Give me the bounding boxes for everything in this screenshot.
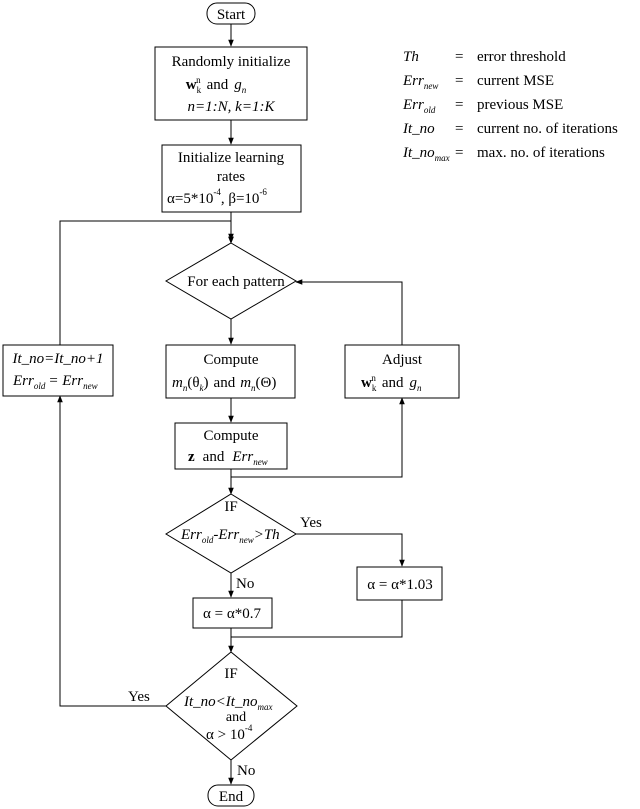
alpha-decrease-box: α = α*0.7 [192,597,273,629]
legend-symbol: Errold [402,97,436,115]
legend-equals: = [455,121,463,137]
if2-no-label: No [237,763,255,779]
legend-symbol: Th [403,49,419,65]
edge-adjust-foreach [295,279,403,345]
update-iteration-line1: It_no=It_no+1 [11,351,103,367]
legend-meaning: current MSE [477,73,554,89]
legend-equals: = [455,73,463,89]
legend-meaning: previous MSE [477,97,563,113]
init-weights-title: Randomly initialize [172,54,291,70]
connectors [57,24,405,785]
legend-equals: = [455,145,463,161]
update-iteration-box: It_no=It_no+1 Errold= Errnew [2,344,114,397]
edge-alphaup-merge [231,600,403,638]
if-stop-and: and [226,710,246,725]
legend-symbol: It_no [402,121,435,137]
start-node: Start [206,2,256,25]
alpha-decrease-label: α = α*0.7 [203,606,261,622]
if-mse-decision: IF Errold-Errnew>Th [165,493,297,574]
edge-computez-adjust [231,397,405,478]
if-mse-label: IF [224,499,237,515]
edge-if2-yes [57,395,166,707]
if1-no-label: No [236,576,254,592]
edge-if1-yes [296,533,405,567]
if-stop-decision: IF It_no<It_nomax and α > 10-4 [165,651,298,761]
init-rates-title: Initialize learning [178,150,285,166]
if1-yes-label: Yes [300,515,322,531]
if2-yes-label: Yes [128,689,150,705]
legend-equals: = [455,49,463,65]
alpha-increase-box: α = α*1.03 [356,566,443,601]
compute-m-title: Compute [204,352,259,368]
legend-meaning: current no. of iterations [477,121,618,137]
for-each-pattern-decision: For each pattern [165,242,297,320]
legend-meaning: error threshold [477,49,566,65]
legend-meaning: max. no. of iterations [477,145,605,161]
init-weights-range: n=1:N, k=1:K [188,99,276,115]
if-stop-alpha: α > 10-4 [206,723,253,743]
init-rates-subtitle: rates [217,169,245,185]
if-mse-condition: Errold-Errnew>Th [180,527,280,545]
legend-symbol: Errnew [402,73,438,91]
end-label: End [219,789,244,805]
end-node: End [207,784,255,807]
adjust-title: Adjust [382,352,423,368]
init-rates-box: Initialize learning rates α=5*10-4, β=10… [161,144,302,213]
for-each-pattern-label: For each pattern [187,274,285,290]
legend-equals: = [455,97,463,113]
update-iteration-line2: Errold= Errnew [12,373,98,391]
legend-symbol: It_nomax [402,145,450,163]
if-stop-label: IF [224,666,237,682]
start-label: Start [217,7,246,23]
init-rates-values: α=5*10-4, β=10-6 [167,187,267,207]
compute-z-title: Compute [204,428,259,444]
edge-loop-top [59,220,234,345]
if-stop-condition: It_no<It_nomax [183,694,272,712]
alpha-increase-label: α = α*1.03 [367,577,432,593]
